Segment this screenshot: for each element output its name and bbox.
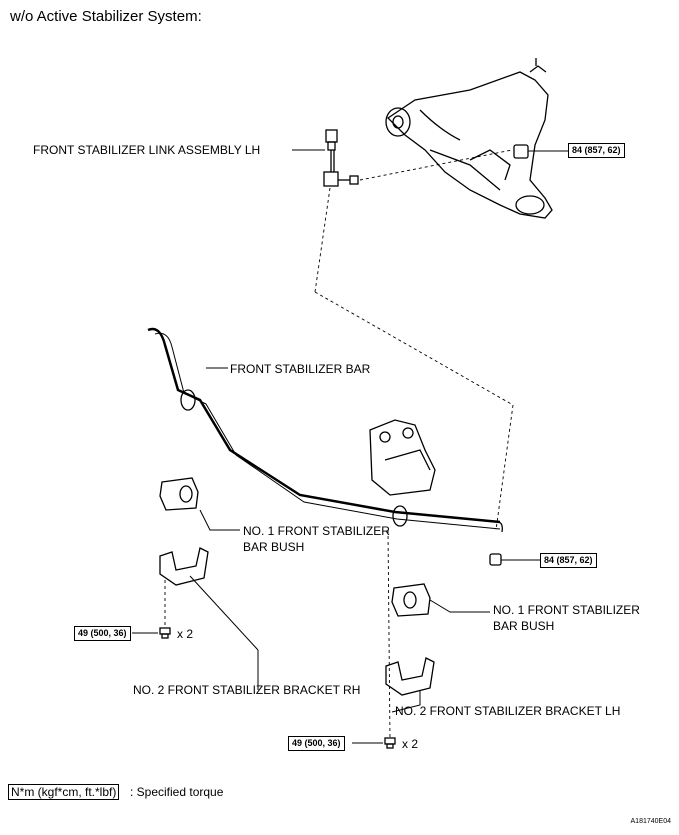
torque-bolt-rh: 49 (500, 36) xyxy=(74,626,131,641)
torque-upper-nut: 84 (857, 62) xyxy=(568,143,625,158)
frame-bracket-drawing xyxy=(369,419,436,496)
bush-rh-label-line2: BAR BUSH xyxy=(243,540,305,554)
bracket-lh-drawing xyxy=(385,657,435,713)
bracket-rh-label: NO. 2 FRONT STABILIZER BRACKET RH xyxy=(133,683,361,697)
diagram-title: w/o Active Stabilizer System: xyxy=(10,8,202,25)
torque-lower-nut: 84 (857, 62) xyxy=(540,553,597,568)
bush-lh-label-line2: BAR BUSH xyxy=(493,619,555,633)
bracket-rh-drawing xyxy=(159,547,259,690)
legend-unit-box: N*m (kgf*cm, ft.*lbf) xyxy=(8,784,120,800)
bush-rh-drawing xyxy=(159,477,240,531)
link-assembly-label: FRONT STABILIZER LINK ASSEMBLY LH xyxy=(33,143,261,157)
stabilizer-bar-label: FRONT STABILIZER BAR xyxy=(230,362,371,376)
stabilizer-bar-drawing xyxy=(147,327,503,533)
bracket-lh-label: NO. 2 FRONT STABILIZER BRACKET LH xyxy=(395,704,621,718)
bush-rh-label-line1: NO. 1 FRONT STABILIZER xyxy=(243,524,390,538)
figure-code: A181740E04 xyxy=(630,818,671,825)
bolt-rh-drawing xyxy=(132,627,171,639)
bolt-lh-drawing xyxy=(352,737,396,749)
bolt-lh-quantity: x 2 xyxy=(402,737,419,751)
legend-text: : Specified torque xyxy=(130,785,224,799)
link-assembly-drawing xyxy=(292,129,359,187)
alignment-lines xyxy=(164,149,514,741)
bolt-rh-quantity: x 2 xyxy=(177,627,194,641)
upper-nut-drawing xyxy=(513,144,568,159)
torque-bolt-lh: 49 (500, 36) xyxy=(288,736,345,751)
lower-nut-drawing xyxy=(489,553,540,566)
bush-lh-label-line1: NO. 1 FRONT STABILIZER xyxy=(493,603,640,617)
bush-lh-drawing xyxy=(391,583,490,617)
lower-control-arm-drawing xyxy=(385,58,553,219)
